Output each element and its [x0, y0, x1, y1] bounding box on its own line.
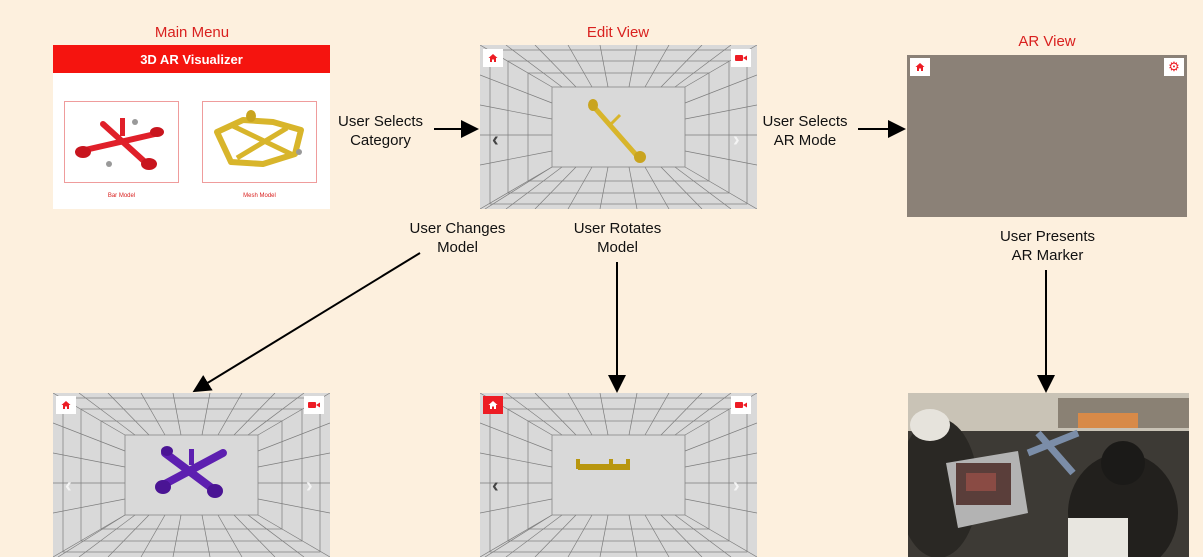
chevron-left-icon[interactable]: ‹ — [65, 475, 72, 497]
bar-model-card[interactable] — [64, 101, 179, 183]
ar-marker-photo — [908, 393, 1189, 557]
edit-view-title: Edit View — [586, 24, 650, 41]
main-menu-title: Main Menu — [154, 24, 230, 41]
main-menu-screen: 3D AR Visualizer Bar Model Mesh Model — [53, 45, 330, 209]
label-user-changes-model: User Changes Model — [409, 220, 506, 256]
mesh-model-card[interactable] — [202, 101, 317, 183]
edit-view-rotated-screen: ‹ › — [480, 393, 757, 557]
ar-view-screen: ⚙ — [907, 55, 1187, 217]
home-button[interactable] — [56, 396, 76, 414]
label-user-presents-ar-marker: User Presents AR Marker — [999, 228, 1096, 264]
label-user-selects-ar-mode: User Selects AR Mode — [762, 113, 848, 149]
ar-photo-illustration — [908, 393, 1189, 557]
bar-model-icon — [75, 118, 164, 170]
mesh-model-icon — [214, 110, 304, 167]
arrow-to-changed-model — [192, 252, 421, 393]
purple-bar-model — [155, 446, 227, 498]
home-button[interactable] — [483, 49, 503, 67]
label-user-rotates-model: User Rotates Model — [573, 220, 662, 256]
rotated-yellow-model — [576, 459, 630, 470]
chevron-right-icon[interactable]: › — [733, 129, 740, 151]
chevron-left-icon[interactable]: ‹ — [492, 129, 499, 151]
edit-view-changed-model-screen: ‹ › — [53, 393, 330, 557]
bar-model-label: Bar Model — [107, 193, 136, 199]
camera-button[interactable] — [731, 49, 751, 67]
yellow-bar-model — [588, 99, 646, 163]
settings-button[interactable]: ⚙ — [1164, 58, 1184, 76]
camera-button[interactable] — [731, 396, 751, 414]
home-button-active[interactable] — [483, 396, 503, 414]
label-user-selects-category: User Selects Category — [337, 113, 424, 149]
chevron-left-icon[interactable]: ‹ — [492, 475, 499, 497]
ar-view-title: AR View — [1018, 33, 1076, 50]
camera-button[interactable] — [304, 396, 324, 414]
gear-icon: ⚙ — [1168, 59, 1180, 74]
app-header: 3D AR Visualizer — [53, 45, 330, 73]
mesh-model-label: Mesh Model — [243, 193, 276, 199]
chevron-right-icon[interactable]: › — [306, 475, 313, 497]
edit-view-screen: ‹ › — [480, 45, 757, 209]
chevron-right-icon[interactable]: › — [733, 475, 740, 497]
home-button[interactable] — [910, 58, 930, 76]
